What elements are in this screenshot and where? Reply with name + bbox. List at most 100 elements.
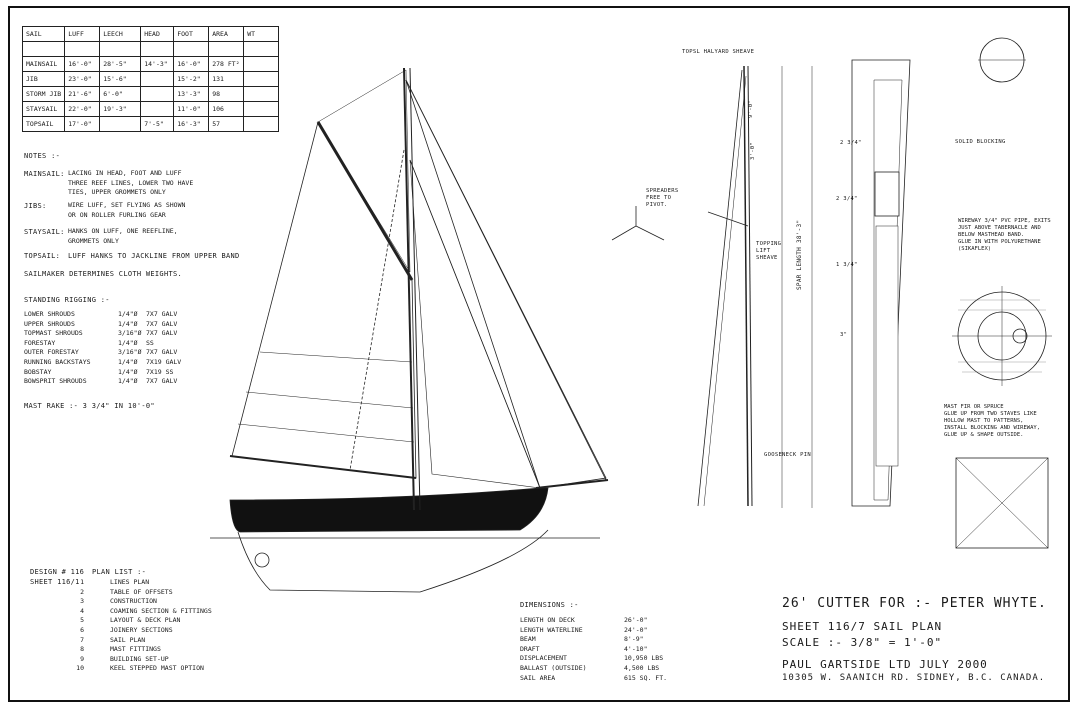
list-item: 26'-0" <box>624 616 648 624</box>
dim-mark: 1 3/4" <box>836 262 858 268</box>
drawing-border <box>8 6 1070 702</box>
list-item: Lines Plan <box>110 578 150 586</box>
list-item: Outer Forestay <box>24 348 79 357</box>
outer-forestay <box>405 79 607 481</box>
list-item: 5 <box>80 616 84 625</box>
note-line: glue up & shape outside. <box>944 432 1024 438</box>
list-item: Lower Shrouds <box>24 310 75 318</box>
dim-mark: 2 3/4" <box>836 196 858 202</box>
forestay <box>409 159 541 489</box>
list-item: 8'-9" <box>624 635 644 644</box>
rigging-types: 7x7 Galv 7x7 Galv 7x7 Galv SS 7x7 Galv 7… <box>146 310 181 387</box>
list-item: Forestay <box>24 338 56 347</box>
rigging-sizes: 1/4"Ø 1/4"Ø 3/16"Ø 1/4"Ø 3/16"Ø 1/4"Ø 1/… <box>118 310 141 387</box>
list-item: 4'-10" <box>624 644 648 653</box>
list-item: Bowsprit Shrouds <box>24 377 87 386</box>
rigging-title: Standing Rigging :- <box>24 296 110 304</box>
plan-list-heading: Plan List :- <box>92 568 147 576</box>
list-item: Upper Shrouds <box>24 319 75 328</box>
list-item: Ballast (Outside) <box>520 663 587 672</box>
list-item: 1/4"Ø <box>118 367 138 376</box>
sheet-title: Sheet 116/7 Sail Plan <box>782 620 943 633</box>
topsail-note: Luff hanks to jackline from upper band <box>68 252 240 260</box>
list-item: 7x19 Galv <box>146 357 182 366</box>
cell: 16'-3" <box>173 116 210 132</box>
topsail <box>317 69 411 273</box>
table-row: Storm Jib21'-6"6'-0"13'-3"98 <box>21 86 280 102</box>
list-item: Coaming Section & Fittings <box>110 606 212 615</box>
mast-rake-note: Mast Rake :- 3 3/4" in 10'-0" <box>24 402 155 410</box>
list-item: 615 sq. ft. <box>624 673 668 682</box>
list-item: 1/4"Ø <box>118 357 138 366</box>
list-item: 7x7 Galv <box>146 310 178 318</box>
note-line: Mast fir or spruce <box>944 404 1004 410</box>
list-item: 4 <box>80 606 84 615</box>
list-item: Mast Fittings <box>110 645 161 654</box>
list-item: 7x7 Galv <box>146 319 178 328</box>
dim-mark: 3" <box>840 332 848 338</box>
spreader-detail <box>635 225 665 241</box>
running-backstay <box>349 149 405 471</box>
reef-line <box>259 351 413 363</box>
note-line: ties, upper grommets only <box>68 188 166 197</box>
cell: Topsail <box>21 116 66 132</box>
note-line: Glue in with polyurethane <box>958 239 1041 245</box>
dim-mark: 2 3/4" <box>840 140 862 146</box>
table-row: Staysail22'-0"19'-3"11'-0"106 <box>21 101 280 117</box>
list-item: 4,500 lbs <box>624 663 660 672</box>
list-item: Length on Deck <box>520 616 575 624</box>
mast-profile <box>851 59 911 507</box>
note-line: grommets only <box>68 236 119 245</box>
sheet-number: Sheet 116/1 <box>30 578 80 586</box>
note-line: (Sikaflex) <box>958 246 992 252</box>
list-item: 9 <box>80 654 84 663</box>
note-line: Wireway 3/4" PVC pipe, exits <box>958 218 1051 224</box>
list-item: 1 <box>80 578 84 586</box>
dimensions-title: Dimensions :- <box>520 601 579 609</box>
list-item: Building Set-Up <box>110 654 169 663</box>
reef-line <box>237 423 415 443</box>
table-row <box>21 41 280 57</box>
note-line: below masthead band. <box>958 232 1025 238</box>
reef-line <box>245 391 414 409</box>
mainsail-note-label: Mainsail: <box>24 170 65 178</box>
bowsprit <box>535 479 609 489</box>
diagonal <box>955 457 1049 549</box>
list-item: Keel Stepped Mast Option <box>110 664 204 673</box>
hull-topsides <box>229 487 549 533</box>
list-item: Layout & Deck Plan <box>110 616 181 625</box>
sail-dimensions-table: Sail Luff Leech Head Foot Area Wt Mainsa… <box>21 26 280 132</box>
list-item: 7 <box>80 635 84 644</box>
list-item: Length Waterline <box>520 625 583 634</box>
list-item: Joinery Sections <box>110 625 173 634</box>
mast-elevation-aft <box>747 65 753 507</box>
mast-construction-note: Mast fir or spruce Glue up from two stav… <box>944 404 1040 439</box>
topsail-halyard-label: Topsl Halyard Sheave <box>682 49 755 55</box>
list-item: Construction <box>110 597 157 606</box>
staysail-note: Hanks on luff, one reefline, grommets on… <box>68 227 178 246</box>
list-item: 3/16"Ø <box>118 348 142 357</box>
propeller-icon <box>254 552 270 568</box>
mast <box>403 67 415 511</box>
list-item: Beam <box>520 635 536 644</box>
solid-block <box>874 171 900 217</box>
mainsail-note: Lacing in head, foot and luff Three Reef… <box>68 169 193 198</box>
hull-underbody <box>237 529 549 593</box>
shroud <box>697 69 743 507</box>
gooseneck-label: Gooseneck Pin <box>764 452 811 458</box>
mast-hollow <box>873 79 903 501</box>
mast-elevation <box>743 65 749 507</box>
list-item: 1/4"Ø <box>118 338 138 347</box>
jibs-note: Wire luff, set flying as shown or on rol… <box>68 201 185 220</box>
list-item: 6 <box>80 625 84 634</box>
list-item: 3 <box>80 597 84 606</box>
design-number: Design # 116 <box>30 568 85 576</box>
solid-blocking-label: Solid Blocking <box>955 139 1006 145</box>
list-item: Sail Area <box>520 673 556 682</box>
note-line: install blocking and wireway, <box>944 425 1041 431</box>
table-header-row: Sail Luff Leech Head Foot Area Wt <box>21 26 280 42</box>
rigging-names: Lower Shrouds Upper Shrouds Topmast Shro… <box>24 310 91 387</box>
note-line: Lacing in head, foot and luff <box>68 169 182 177</box>
firm-address: 10305 W. Saanich Rd. Sidney, B.C. Canada… <box>782 673 1046 683</box>
